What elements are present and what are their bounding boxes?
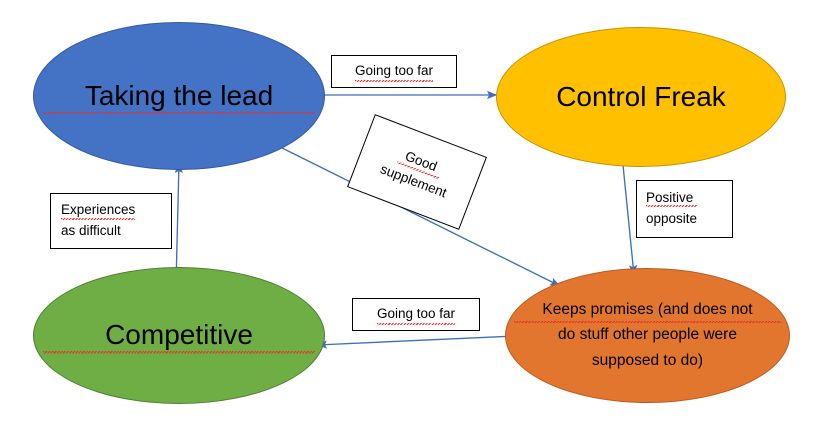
node-keeps-promises-label: Keeps promises (and does not do stuff ot… <box>514 297 781 374</box>
connector-lead-to-keeps-promises <box>271 142 561 287</box>
edge-label-going-too-far-bottom-text: Going too far <box>376 303 456 326</box>
connector-competitive-to-lead <box>174 162 183 286</box>
connector-keeps-promises-to-competitive <box>316 335 516 349</box>
edge-label-good-supplement-text: Good supplement <box>376 139 458 205</box>
node-competitive-label: Competitive <box>42 317 316 354</box>
edge-label-experiences-as-difficult[interactable]: Experiences as difficult <box>50 193 172 249</box>
connector-control-to-keeps-promises <box>622 164 638 276</box>
node-taking-the-lead-label: Taking the lead <box>42 77 316 115</box>
edge-label-positive-opposite-text: Positive opposite <box>646 187 698 231</box>
node-control-freak[interactable]: Control Freak <box>496 27 786 167</box>
node-control-freak-label: Control Freak <box>556 80 726 112</box>
edge-label-going-too-far-top[interactable]: Going too far <box>331 55 457 88</box>
edge-label-going-too-far-top-text: Going too far <box>354 60 434 83</box>
edge-label-experiences-as-difficult-text: Experiences as difficult <box>61 199 136 243</box>
node-taking-the-lead[interactable]: Taking the lead <box>33 22 325 170</box>
node-competitive[interactable]: Competitive <box>33 267 325 404</box>
edge-label-positive-opposite[interactable]: Positive opposite <box>636 180 733 238</box>
edge-label-going-too-far-bottom[interactable]: Going too far <box>352 298 480 331</box>
node-keeps-promises[interactable]: Keeps promises (and does not do stuff ot… <box>505 268 790 403</box>
